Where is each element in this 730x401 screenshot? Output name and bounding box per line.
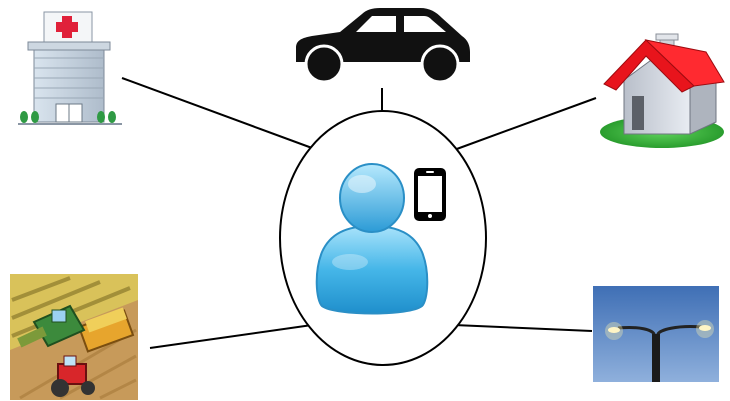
- car-icon: [296, 8, 470, 82]
- connector-streetlight: [454, 325, 592, 331]
- connector-farm: [150, 325, 312, 348]
- hospital-icon: [18, 12, 122, 124]
- farm-field-icon: [10, 274, 138, 400]
- center-node: [280, 111, 486, 365]
- house-icon: [600, 34, 724, 148]
- connector-home: [454, 98, 596, 150]
- smartphone-icon: [414, 168, 446, 221]
- street-light-icon: [593, 286, 719, 382]
- connector-hospital: [122, 78, 312, 148]
